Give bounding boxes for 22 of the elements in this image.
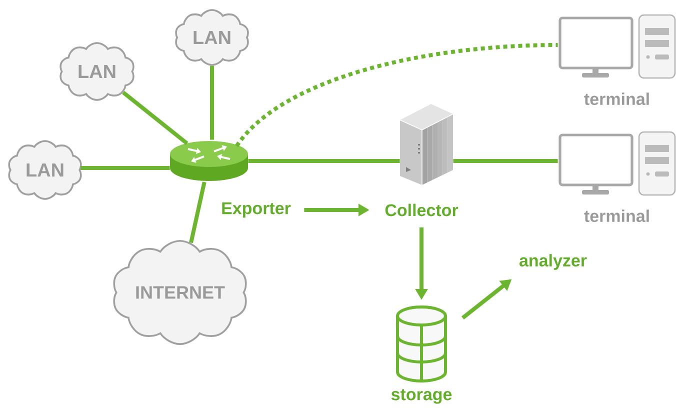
connector-line bbox=[210, 66, 214, 140]
cloud: LAN bbox=[8, 140, 82, 200]
node-label: analyzer bbox=[519, 254, 587, 270]
router-icon bbox=[170, 141, 248, 181]
node-label: terminal bbox=[584, 210, 649, 222]
server-icon bbox=[400, 104, 454, 186]
cloud: INTERNET bbox=[113, 240, 247, 345]
node-label: storage bbox=[391, 389, 452, 404]
connector-line bbox=[80, 166, 170, 170]
computer: terminal bbox=[558, 131, 676, 222]
connector-line bbox=[189, 182, 206, 244]
dotted-line bbox=[235, 43, 558, 148]
connector-line bbox=[248, 159, 400, 163]
computer: terminal bbox=[558, 14, 676, 106]
connector-line bbox=[453, 159, 558, 163]
database-cylinder: storage bbox=[391, 305, 452, 404]
node-label: terminal bbox=[584, 92, 649, 106]
connector-line bbox=[122, 90, 188, 145]
cloud: LAN bbox=[175, 9, 249, 66]
node-label: Collector bbox=[385, 204, 458, 216]
cloud: LAN bbox=[60, 42, 134, 101]
node-label: Exporter bbox=[222, 202, 291, 218]
